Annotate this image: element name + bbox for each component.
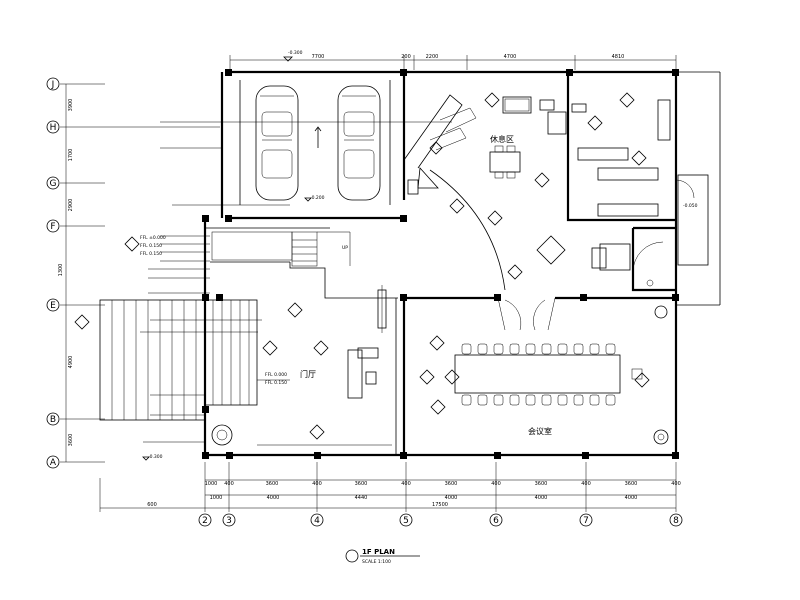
rest-area: 休息区 -0.050: [403, 92, 709, 291]
grid-row-b: B: [50, 415, 56, 425]
drawing-title: 1F PLAN: [362, 548, 395, 556]
chairs-top: [461, 343, 616, 355]
car-icon: [337, 85, 381, 201]
dim-b1-10: 400: [581, 481, 591, 487]
elevation-f3: FFL 0.150: [140, 251, 162, 257]
left-annotations: FFL ±0.000 FFL 0.150 FFL 0.150 -0.300: [74, 121, 452, 461]
dim-b2-4: 4000: [445, 495, 458, 501]
structural-columns: [202, 69, 679, 459]
elevation-foyer: FFL 0.000: [265, 372, 287, 378]
dining-set: [489, 96, 532, 179]
grid-col-6: 6: [493, 516, 499, 526]
grid-row-a: A: [50, 458, 57, 468]
elevation-f1: FFL ±0.000: [140, 235, 166, 241]
dim-overall-1: 600: [147, 502, 157, 508]
level-top: -0.300: [288, 50, 303, 56]
dim-left-4: 1300: [58, 264, 64, 277]
grid-col-3: 3: [226, 516, 232, 526]
grid-col-2: 2: [202, 516, 208, 526]
dim-top-4: 4700: [504, 54, 517, 60]
dim-left-6: 3600: [68, 434, 74, 447]
dim-b1-12: 400: [671, 481, 681, 487]
dim-b2-3: 4440: [355, 495, 368, 501]
grid-col-5: 5: [403, 516, 409, 526]
chairs-bottom: [461, 394, 616, 406]
bottom-dimension-chains: 1000 400 3600 400 3600 400 3600 400 3600…: [99, 462, 681, 512]
conference-table: [454, 354, 621, 394]
room-label-meeting-room: 会议室: [528, 426, 552, 436]
drawing-scale: SCALE 1:100: [362, 559, 391, 565]
dim-left-3: 2900: [68, 199, 74, 212]
level-right: -0.050: [683, 203, 698, 209]
dim-left-5: 4900: [68, 356, 74, 369]
dim-b1-1: 1000: [205, 481, 218, 487]
grid-row-j: J: [51, 80, 55, 90]
dim-b1-2: 400: [224, 481, 234, 487]
dim-b1-8: 400: [491, 481, 501, 487]
stair-up: UP: [342, 245, 348, 251]
dim-b1-7: 3600: [445, 481, 458, 487]
tag-diamond: [429, 92, 647, 280]
garage: -0.200: [239, 80, 391, 205]
grid-row-f: F: [50, 222, 55, 232]
grid-col-7: 7: [583, 516, 589, 526]
dim-b2-6: 4000: [625, 495, 638, 501]
level-garage: -0.200: [310, 195, 325, 201]
dim-b1-11: 3600: [625, 481, 638, 487]
meeting-room: 会议室: [419, 297, 669, 445]
dim-b1-5: 3600: [355, 481, 368, 487]
grid-col-4: 4: [314, 516, 320, 526]
dim-top-1: 7700: [312, 54, 325, 60]
grid-row-lines: [60, 83, 220, 463]
car-icon: [255, 85, 299, 201]
dim-top-3: 2200: [426, 54, 439, 60]
dim-b2-1: 1000: [210, 495, 223, 501]
foyer: 门厅 FFL 0.000 FFL 0.150: [211, 285, 392, 446]
dim-b2-2: 4000: [267, 495, 280, 501]
dim-b1-3: 3600: [266, 481, 279, 487]
stair-area: UP: [211, 231, 351, 267]
dim-top-2: 200: [401, 54, 411, 60]
dim-left-1: 3900: [68, 99, 74, 112]
dim-left-2: 1700: [68, 149, 74, 162]
dim-top-5: 4810: [612, 54, 625, 60]
grid-row-g: G: [50, 179, 57, 189]
dim-b2-5: 4000: [535, 495, 548, 501]
level-bottom: -0.300: [148, 454, 163, 460]
grid-row-h: H: [50, 123, 57, 133]
left-dimension-chain: 3900 1700 2900 1300 4900 3600: [58, 84, 74, 462]
room-label-rest-area: 休息区: [490, 134, 514, 144]
top-dimension-chain: 7700 200 2200 4700 4810 -0.300: [229, 50, 677, 70]
elevation-foyer-2: FFL 0.150: [265, 380, 287, 386]
drawing-title-block: 1F PLAN SCALE 1:100: [345, 548, 420, 565]
external-steps: [99, 299, 258, 421]
grid-row-bubbles: J H G F E B A: [46, 77, 60, 469]
dim-b1-9: 3600: [535, 481, 548, 487]
exterior-walls: [203, 70, 721, 457]
grid-col-8: 8: [673, 516, 679, 526]
grid-row-e: E: [50, 301, 56, 311]
elevation-f2: FFL 0.150: [140, 243, 162, 249]
room-label-foyer: 门厅: [300, 369, 316, 379]
dim-b1-4: 400: [312, 481, 322, 487]
dim-b1-6: 400: [401, 481, 411, 487]
dim-overall-2: 17500: [432, 502, 448, 508]
grid-col-bubbles: 2 3 4 5 6 7 8: [198, 513, 683, 527]
